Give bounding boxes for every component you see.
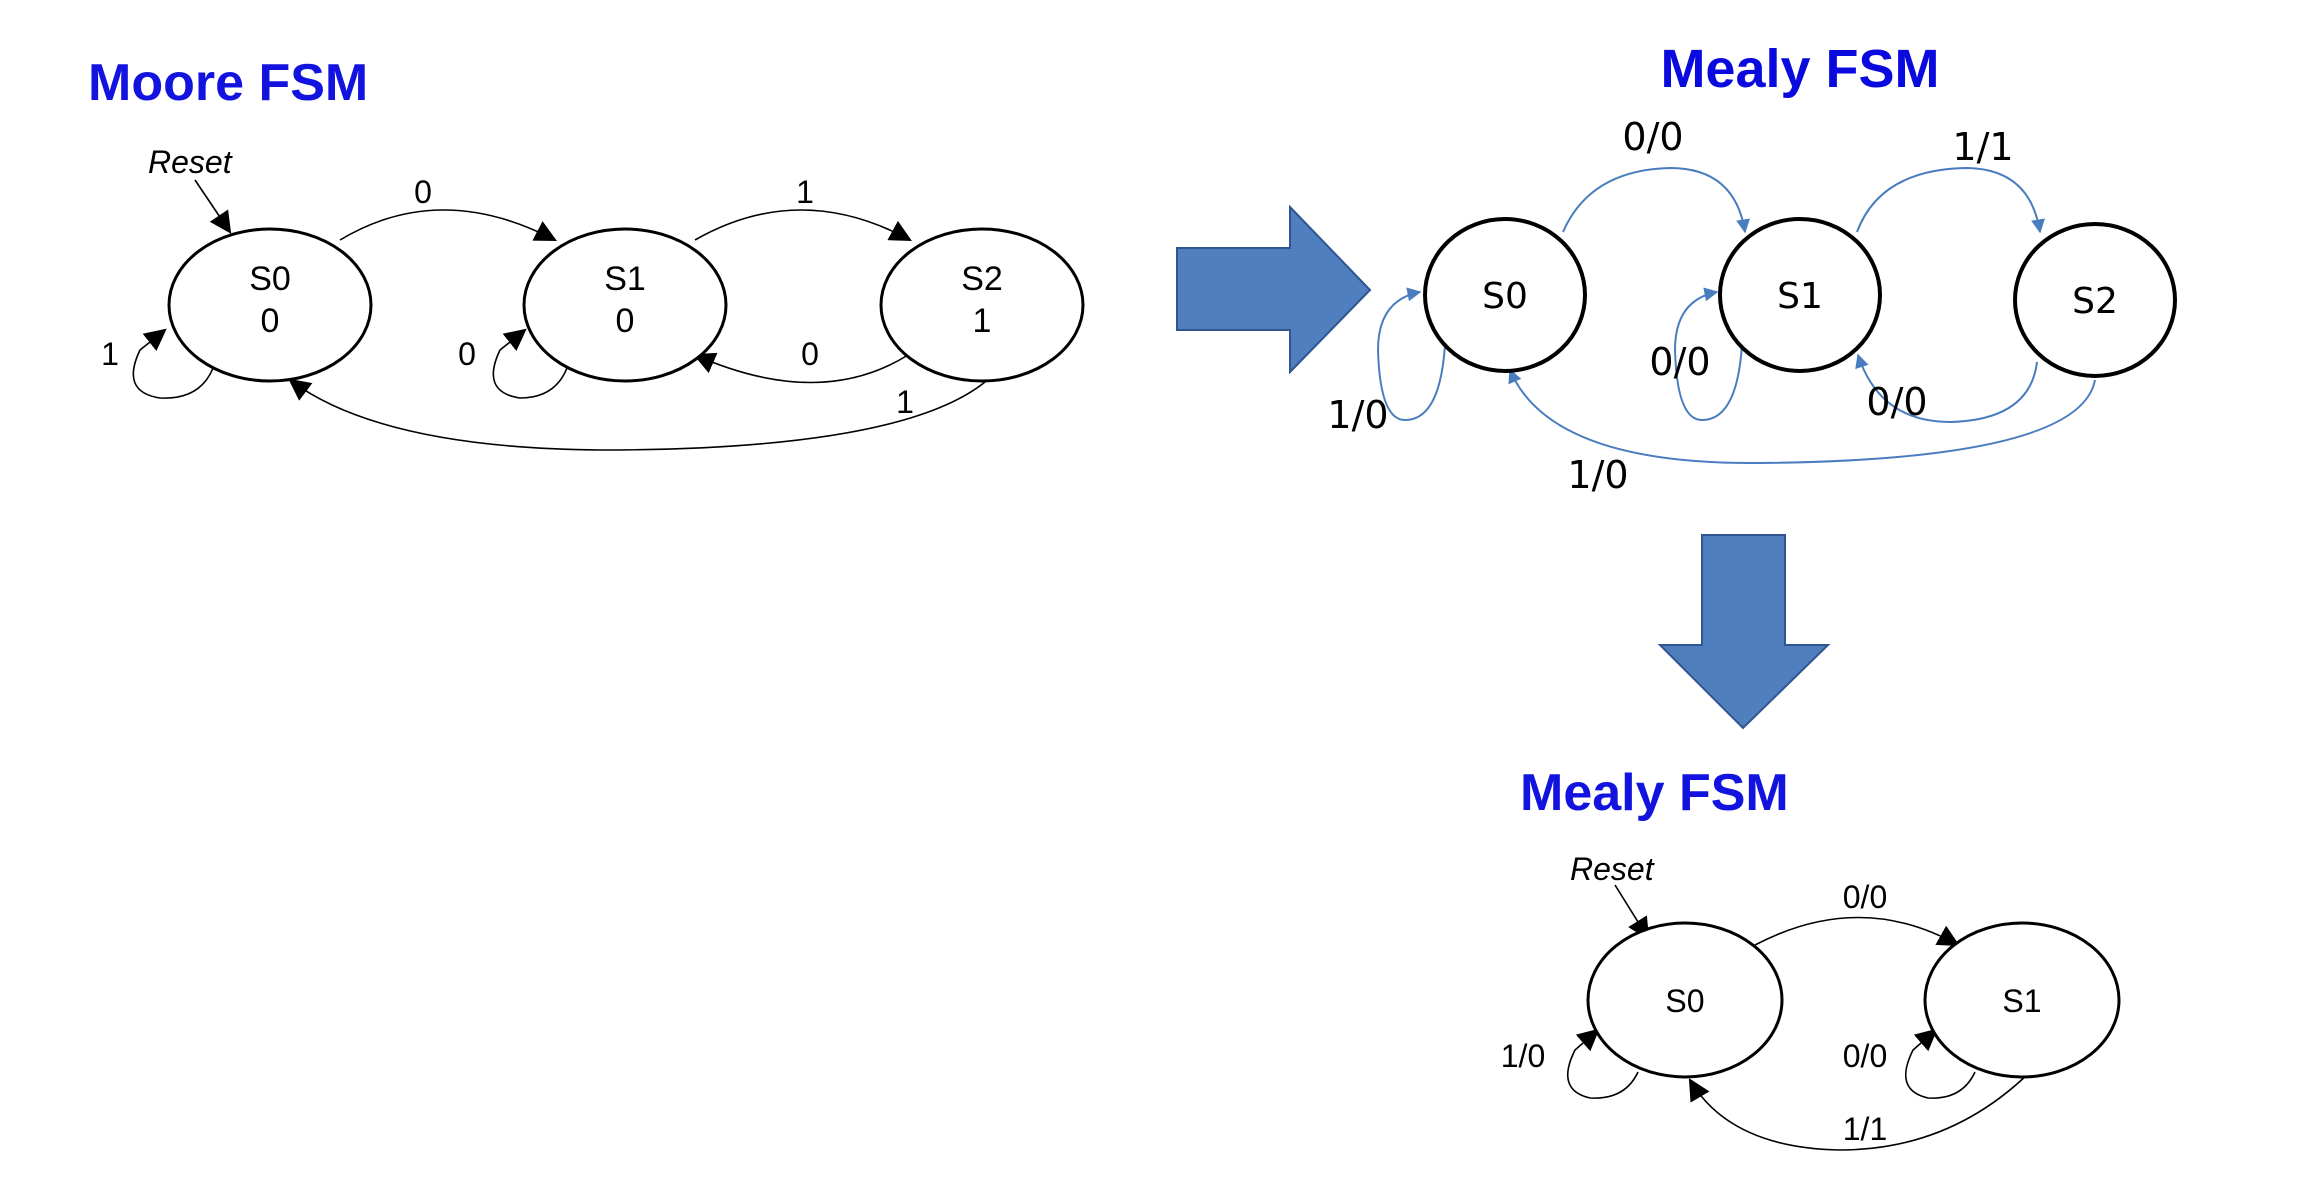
mealy3-label-s1-s2: 1/1 [1952,125,2013,169]
moore-label-s0-self: 1 [101,336,119,372]
mealy3-state-s2: S2 [2013,222,2177,378]
mealy3-label-s2-s1: 0/0 [1866,380,1927,424]
mealy2-reset-arrow [1614,884,1650,940]
state-name: S1 [2002,983,2041,1019]
moore-label-s2-s1: 0 [801,336,819,372]
mealy2-label-s0-self: 1/0 [1501,1038,1545,1074]
state-name: S2 [961,260,1003,298]
moore-fsm: Moore FSM Reset S0 0 S1 0 S2 1 0 1 0 1 [88,54,1085,451]
moore-edge-s0-s1 [339,209,557,242]
mealy3-edge-s2-s0 [1508,368,2096,465]
mealy3-edge-s2-s1 [1855,353,2038,424]
moore-label-s1-self: 0 [458,336,476,372]
mealy2-self-loop-s0 [1566,1028,1639,1099]
state-name: S1 [1777,276,1823,317]
mealy3-fsm: Mealy FSM S0 S1 S2 0/0 1/1 0/0 1/0 1/0 0… [1327,39,2177,497]
mealy3-label-s1-self: 0/0 [1649,340,1710,384]
mealy3-label-s0-s1: 0/0 [1622,115,1683,159]
mealy3-edge-s1-s2 [1856,166,2045,234]
mealy3-label-s2-s0: 1/0 [1567,453,1628,497]
moore-edge-s2-s1 [692,352,909,384]
mealy2-edge-s1-s0 [1688,1071,2031,1151]
right-arrow-icon [1176,204,1372,375]
moore-label-s1-s2: 1 [796,174,814,210]
moore-label-s0-s1: 0 [414,174,432,210]
mealy2-fsm: Mealy FSM Reset S0 S1 0/0 1/1 1/0 0/0 [1501,764,2121,1151]
mealy3-state-s1: S1 [1718,217,1882,373]
moore-self-loop-s1 [492,328,568,399]
moore-state-s2: S2 1 [879,227,1085,383]
moore-reset-label: Reset [148,144,233,180]
mealy2-label-s0-s1: 0/0 [1843,879,1887,915]
moore-edge-s1-s2 [694,209,912,242]
down-arrow-icon [1657,534,1831,730]
state-name: S2 [2072,281,2118,322]
state-name: S0 [249,260,291,298]
moore-state-s1: S1 0 [522,227,728,383]
mealy3-label-s0-self: 1/0 [1327,393,1388,437]
mealy2-label-s1-self: 0/0 [1843,1038,1887,1074]
state-output: 0 [261,302,280,340]
moore-state-s0: S0 0 [167,227,373,383]
mealy3-edge-s0-s1 [1562,166,1750,234]
state-name: S0 [1482,276,1528,317]
moore-title: Moore FSM [88,54,368,112]
state-output: 0 [616,302,635,340]
mealy2-title: Mealy FSM [1520,764,1789,822]
mealy3-state-s0: S0 [1423,217,1587,373]
moore-reset-arrow [194,179,232,234]
mealy2-self-loop-s1 [1904,1028,1976,1099]
mealy2-label-s1-s0: 1/1 [1843,1111,1887,1147]
state-name: S1 [604,260,646,298]
moore-label-s2-s0: 1 [896,384,914,420]
mealy3-self-loop-s1 [1673,287,1743,422]
mealy3-self-loop-s0 [1376,287,1446,422]
mealy2-state-s1: S1 [1923,921,2121,1079]
moore-self-loop-s0 [132,328,214,399]
mealy2-reset-label: Reset [1570,851,1655,887]
state-name: S0 [1665,983,1704,1019]
moore-edge-s2-s0 [288,378,986,451]
mealy2-state-s0: S0 [1586,921,1784,1079]
mealy3-title: Mealy FSM [1660,39,1939,99]
mealy2-edge-s0-s1 [1754,916,1960,947]
state-output: 1 [973,302,992,340]
